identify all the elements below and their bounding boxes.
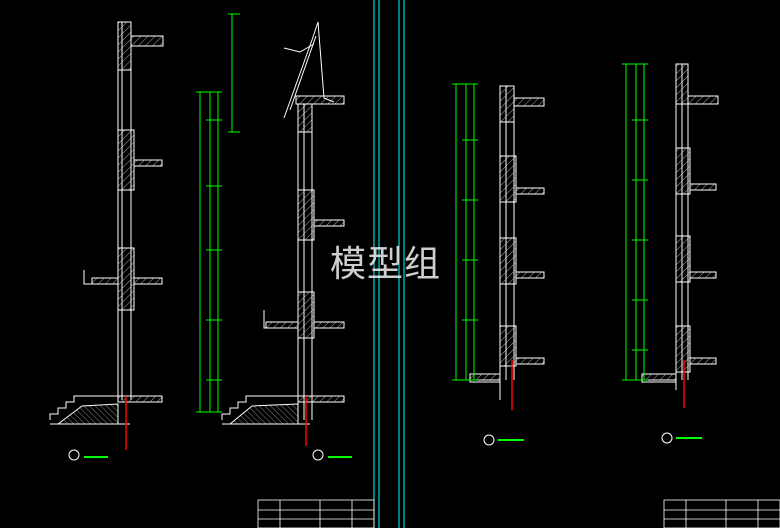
watermark-glyphs: 模型组 [330,244,441,285]
watermark-logo: 模型组 [328,240,454,286]
section-label-1 [68,449,108,461]
dimension-chain-3 [452,83,478,381]
section-1 [49,21,164,425]
section-label-4 [661,432,702,444]
section-label-3 [483,434,524,446]
dimension-chain-1 [196,13,240,413]
section-3 [469,85,545,400]
dimension-chain-4 [622,63,648,381]
title-block-left [257,499,375,528]
title-block-right [663,499,780,528]
sheet-frame [373,0,405,528]
section-4 [641,63,719,390]
svg-text:模型组: 模型组 [330,244,441,285]
section-label-2 [312,449,352,461]
section-2 [221,21,345,425]
